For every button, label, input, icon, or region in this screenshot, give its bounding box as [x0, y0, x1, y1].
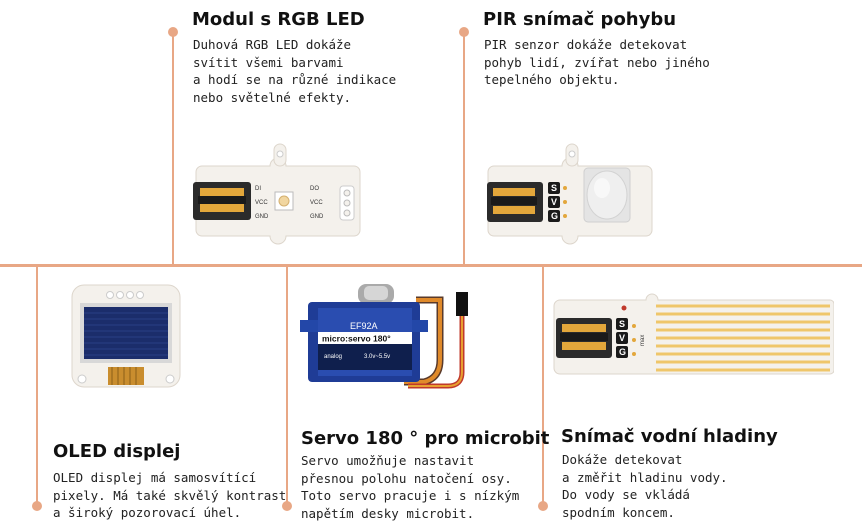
connector-dot-rgb	[168, 27, 178, 37]
connector-line-oled	[36, 266, 38, 506]
connector-line-water	[542, 266, 544, 506]
rgb-led-description: Duhová RGB LED dokáže svítit všemi barva…	[193, 37, 397, 105]
rgb-led-module-image: DI VCC GND DO VCC GND	[193, 143, 361, 245]
water-max-label: max	[640, 335, 646, 346]
oled-title: OLED displej	[53, 441, 181, 462]
pir-module-image: S V G	[487, 143, 653, 245]
servo-voltage-label: 3.0v~5.5v	[364, 354, 390, 360]
water-level-title: Snímač vodní hladiny	[561, 426, 778, 447]
rgb-led-pin-gnd-in: GND	[255, 214, 269, 220]
rgb-led-pin-gnd-out: GND	[310, 214, 324, 220]
rgb-led-pin-do: DO	[310, 186, 319, 192]
oled-description: OLED displej má samosvítící pixely. Má t…	[53, 470, 287, 520]
water-pin-v: V	[619, 333, 625, 343]
connector-dot-servo	[282, 501, 292, 511]
pir-pin-v: V	[551, 197, 557, 207]
oled-display-image	[71, 284, 181, 388]
connector-line-rgb	[172, 33, 174, 266]
water-pin-g: G	[619, 347, 626, 357]
pir-description: PIR senzor dokáže detekovat pohyb lidí, …	[484, 37, 710, 87]
rgb-led-title: Modul s RGB LED	[192, 9, 365, 30]
rgb-led-pin-di: DI	[255, 186, 261, 192]
water-pin-s: S	[619, 319, 625, 329]
pir-pin-s: S	[551, 183, 557, 193]
rgb-led-pin-vcc-in: VCC	[255, 200, 268, 206]
servo-type-label: analog	[324, 354, 342, 360]
connector-dot-pir	[459, 27, 469, 37]
servo-description: Servo umožňuje nastavit přesnou polohu n…	[301, 453, 520, 521]
servo-title: Servo 180 ° pro microbit	[301, 428, 550, 449]
servo-image: EF92A micro:servo 180° analog 3.0v~5.5v	[300, 284, 468, 389]
rgb-led-pin-vcc-out: VCC	[310, 200, 323, 206]
connector-dot-oled	[32, 501, 42, 511]
water-level-description: Dokáže detekovat a změřit hladinu vody. …	[562, 452, 728, 520]
servo-model-label: EF92A	[350, 321, 378, 331]
servo-brand-label: micro:servo 180°	[322, 334, 391, 344]
pir-title: PIR snímač pohybu	[483, 9, 677, 30]
connector-line-pir	[463, 33, 465, 266]
connector-dot-water	[538, 501, 548, 511]
horizontal-divider-line	[0, 264, 862, 267]
connector-line-servo	[286, 266, 288, 506]
pir-pin-g: G	[551, 211, 558, 221]
water-level-sensor-image: S V G max	[553, 293, 834, 375]
